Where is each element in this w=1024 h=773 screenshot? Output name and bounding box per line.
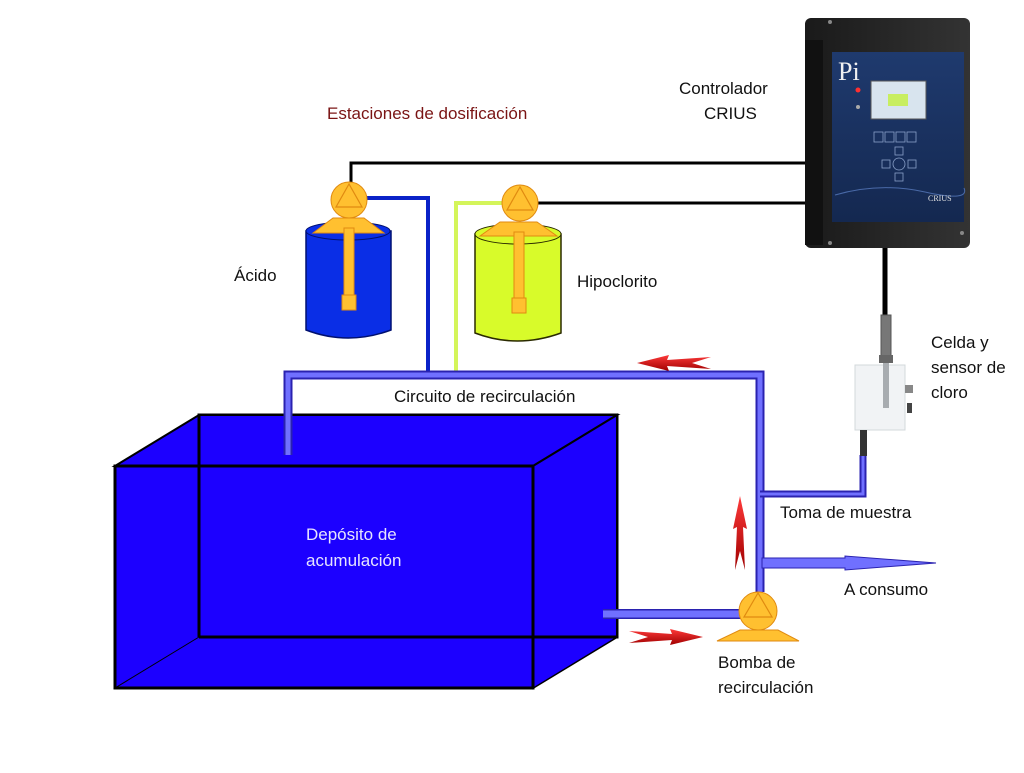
flow-arrows	[629, 355, 747, 645]
sensor-label-line2: sensor de	[931, 358, 1006, 377]
recirculation-pump	[716, 591, 800, 642]
recirculation-pump-icon	[738, 591, 778, 631]
sensor-probe-inner	[883, 363, 889, 408]
recirculation-pump-triangle	[742, 591, 774, 618]
acid-dosing-line	[365, 196, 430, 375]
signal-cables	[349, 161, 888, 318]
controller-screen-highlight	[888, 94, 908, 106]
acid-pump-base	[311, 217, 386, 234]
flow-arrow-up	[733, 496, 747, 570]
controller-brand-mark: Pi	[838, 57, 860, 86]
hypochlorite-dosing-line	[454, 201, 505, 375]
sensor-probe-collar	[879, 355, 893, 363]
chlorine-sensor-cell	[854, 314, 913, 456]
hypochlorite-pump-base	[478, 221, 559, 237]
controller-panel	[832, 52, 964, 222]
cable-acid-pump	[349, 161, 810, 182]
sample-line-core	[760, 455, 865, 496]
pump-label-line1: Bomba de	[718, 653, 796, 672]
acid-dosing-station	[305, 181, 392, 339]
sensor-probe-body	[880, 314, 892, 361]
consumption-label: A consumo	[844, 580, 929, 599]
acid-label: Ácido	[234, 266, 277, 285]
controller-keypad	[873, 131, 917, 182]
tank-front-face	[113, 464, 535, 690]
controller-label-line1: Controlador	[679, 79, 768, 98]
flow-arrow-left	[637, 355, 711, 371]
controller-crius: Pi CRIUS	[805, 18, 970, 248]
controller-led-red	[855, 87, 861, 93]
controller-wave	[834, 187, 966, 197]
hypochlorite-foot-valve	[511, 297, 527, 314]
hypochlorite-label: Hipoclorito	[577, 272, 658, 291]
hypochlorite-suction-tube	[513, 231, 525, 305]
controller-screw	[960, 231, 964, 235]
acid-pump-triangle	[334, 182, 364, 208]
controller-led-grey	[856, 105, 860, 109]
sensor-side-port	[905, 385, 913, 393]
storage-tank	[111, 413, 621, 690]
tank-label-line1: Depósito de	[306, 525, 397, 544]
recirculation-pipe-core	[285, 372, 763, 592]
sensor-label-line3: cloro	[931, 383, 968, 402]
hypochlorite-pump-triangle	[505, 185, 535, 211]
recirculation-circuit	[283, 370, 937, 619]
sample-line	[760, 455, 867, 498]
controller-screw	[828, 241, 832, 245]
pump-label-line2: recirculación	[718, 678, 814, 697]
tank-edge	[114, 636, 200, 689]
recirculation-pump-base	[716, 629, 800, 642]
tank-top-face	[111, 414, 621, 467]
consumption-outlet-arrow	[761, 555, 937, 571]
sensor-bottom-fitting	[860, 430, 867, 456]
controller-model-text: CRIUS	[928, 194, 952, 203]
flow-arrow-right	[629, 629, 703, 645]
sensor-side-port	[907, 403, 912, 413]
sample-intake-label: Toma de muestra	[780, 503, 912, 522]
controller-label-line2: CRIUS	[704, 104, 757, 123]
sensor-label-line1: Celda y	[931, 333, 989, 352]
controller-screw	[828, 20, 832, 24]
hypochlorite-dosing-station	[474, 184, 562, 342]
circuit-label: Circuito de recirculación	[394, 387, 576, 406]
hypochlorite-pump-icon	[501, 184, 539, 222]
sensor-cell-body	[854, 364, 906, 431]
controller-side	[805, 40, 823, 245]
acid-suction-tube	[343, 227, 355, 301]
dosing-stations-title: Estaciones de dosificación	[327, 104, 528, 123]
acid-foot-valve	[341, 294, 357, 311]
acid-pump-icon	[330, 181, 368, 219]
tank-label-line2: acumulación	[306, 551, 402, 570]
